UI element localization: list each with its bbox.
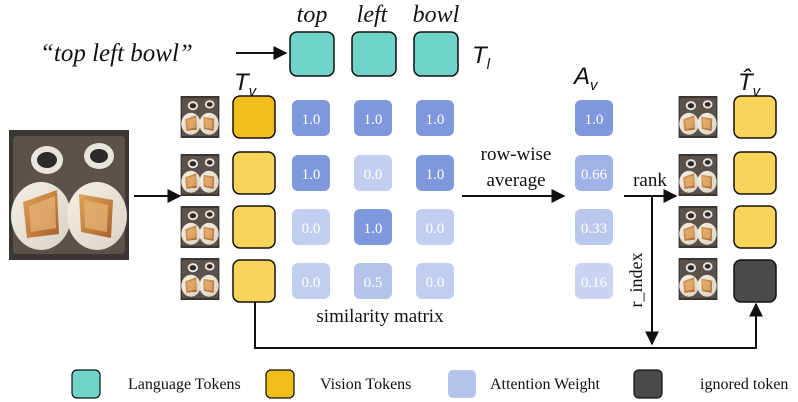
legend-label-attention: Attention Weight (490, 376, 601, 393)
sim-cell-1-3 (416, 100, 454, 136)
selected-token-1 (733, 95, 777, 139)
selected-token-3 (733, 205, 777, 249)
weight-value-1: 1.0 (585, 112, 604, 128)
vision-tokens-right (733, 95, 777, 303)
right-patch-4 (678, 258, 718, 300)
patch-3 (180, 206, 220, 248)
weight-value-4: 0.16 (581, 275, 608, 291)
right-patch-2 (678, 154, 718, 196)
sim-value-1-1: 1.0 (302, 112, 321, 128)
a-v-label: Av (572, 63, 599, 94)
sim-cell-4-2 (354, 263, 392, 299)
sim-value-2-2: 0.0 (364, 167, 383, 183)
ignored-token-4 (733, 259, 777, 303)
legend-label-language: Language Tokens (128, 376, 241, 393)
input-image (9, 130, 129, 260)
patch-2 (180, 154, 220, 196)
rank-label: rank (633, 170, 667, 191)
weight-value-2: 0.66 (581, 167, 608, 183)
sim-value-4-1: 0.0 (302, 275, 321, 291)
sim-cell-3-2 (354, 209, 392, 245)
selected-token-2 (733, 151, 777, 195)
patch-1 (180, 96, 220, 138)
sim-value-1-3: 1.0 (426, 112, 445, 128)
vision-token-1 (232, 95, 276, 139)
t-v-label: Tv (234, 69, 258, 100)
weight-cell-1 (575, 100, 613, 136)
sim-value-2-1: 1.0 (302, 167, 321, 183)
sim-cell-4-1 (292, 263, 330, 299)
t-v-hat-label: T̂v (738, 68, 762, 100)
vision-token-bypass-path (254, 302, 763, 349)
sim-value-3-3: 0.0 (426, 221, 445, 237)
sim-cell-1-2 (354, 100, 392, 136)
sim-value-4-2: 0.5 (364, 275, 383, 291)
language-token-label-bowl: bowl (413, 2, 460, 28)
legend-label-vision: Vision Tokens (320, 376, 411, 393)
image-patches-left (180, 96, 220, 300)
sim-value-3-2: 1.0 (364, 221, 383, 237)
language-token-top (289, 31, 335, 77)
similarity-matrix-label: similarity matrix (316, 306, 444, 327)
vision-token-2 (232, 151, 276, 195)
legend-label-ignored: ignored token (700, 376, 788, 393)
query-text: “top left bowl” (40, 40, 193, 67)
weight-value-3: 0.33 (581, 221, 607, 237)
language-token-label-left: left (357, 2, 389, 28)
sim-cell-3-3 (416, 209, 454, 245)
sim-cell-2-1 (292, 155, 330, 191)
attention-weights: 1.0 0.66 0.33 0.16 (575, 100, 613, 299)
sim-value-4-3: 0.0 (426, 275, 445, 291)
sim-cell-2-2 (354, 155, 392, 191)
sim-value-1-2: 1.0 (364, 112, 383, 128)
legend-swatch-language (71, 369, 101, 399)
r-index-label: r_index (626, 253, 646, 308)
right-patch-1 (678, 96, 718, 138)
legend: Language Tokens Vision Tokens Attention … (71, 369, 788, 399)
t-l-label: Tl (472, 42, 491, 73)
sim-cell-3-1 (292, 209, 330, 245)
row-wise-label: row-wise (481, 144, 552, 165)
sim-cell-4-3 (416, 263, 454, 299)
similarity-matrix: 1.0 1.0 1.0 1.0 0.0 1.0 0.0 1.0 0.0 0.0 … (292, 100, 454, 327)
sim-value-2-3: 1.0 (426, 167, 445, 183)
vision-tokens-left (232, 95, 276, 303)
language-token-bowl (413, 31, 459, 77)
language-token-left (351, 31, 397, 77)
weight-cell-4 (575, 263, 613, 299)
legend-swatch-ignored (633, 369, 663, 399)
sim-cell-1-1 (292, 100, 330, 136)
weight-cell-2 (575, 155, 613, 191)
weight-cell-3 (575, 209, 613, 245)
legend-swatch-vision (265, 369, 295, 399)
vision-token-3 (232, 205, 276, 249)
sim-value-3-1: 0.0 (302, 221, 321, 237)
image-patches-right (678, 96, 718, 300)
right-patch-3 (678, 206, 718, 248)
language-tokens: top left bowl Tl (289, 2, 491, 77)
language-token-label-top: top (297, 2, 328, 28)
patch-4 (180, 258, 220, 300)
average-label: average (486, 170, 545, 191)
vision-token-4 (232, 259, 276, 303)
sim-cell-2-3 (416, 155, 454, 191)
legend-swatch-attention (448, 370, 476, 398)
